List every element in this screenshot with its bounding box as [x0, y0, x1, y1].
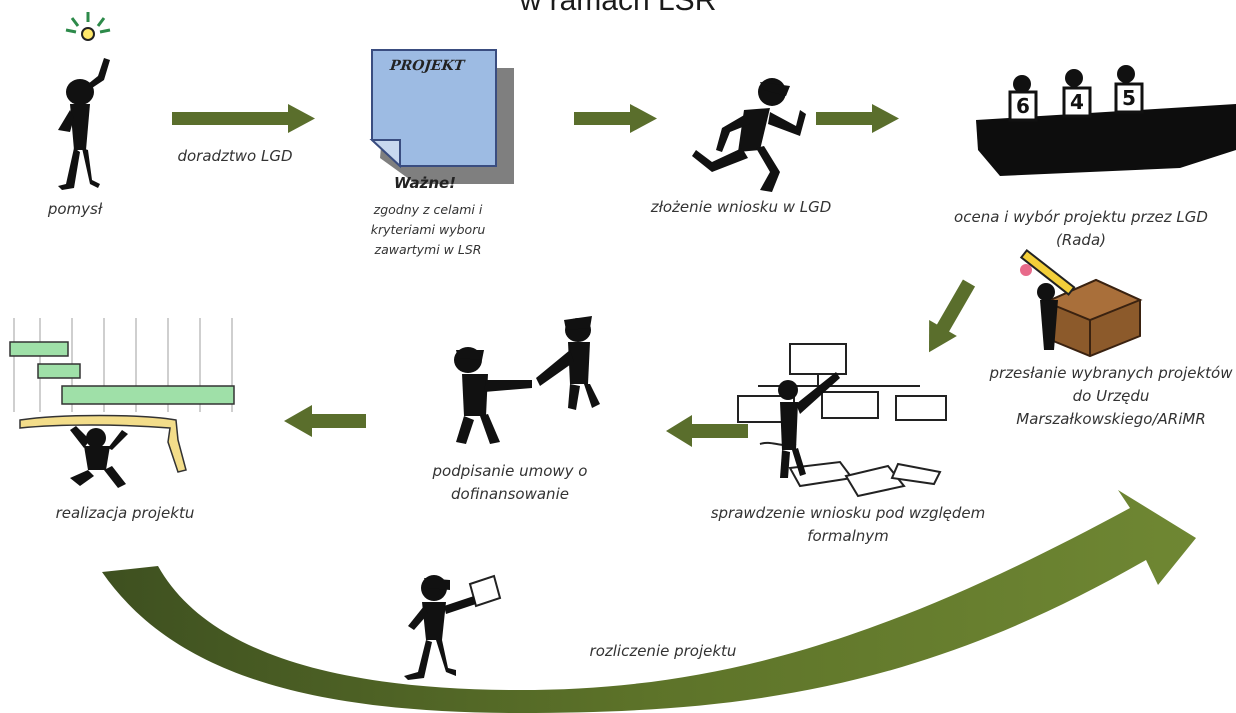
step-evaluate-label: ocena i wybór projektu przez LGD (Rada): [954, 208, 1208, 249]
score-card-1: 6: [1016, 94, 1030, 118]
diagram-title: w ramach LSR: [519, 0, 717, 17]
step-realize-label: realizacja projektu: [55, 504, 195, 522]
step-settle-label: rozliczenie projektu: [589, 642, 737, 660]
arrow-sign-to-realize: [284, 405, 366, 437]
arrow-evaluate-to-check: [929, 279, 976, 353]
handshake-people-icon: [454, 316, 600, 444]
settlement-curved-arrow: [102, 490, 1196, 713]
score-card-2: 4: [1070, 90, 1084, 114]
step-check-label: sprawdzenie wniosku pod względem formaln…: [710, 504, 986, 545]
idea-person-icon: [58, 12, 111, 190]
arrow-idea-to-project: [172, 104, 315, 133]
arrow-submit-to-evaluate: [816, 104, 899, 133]
step-advice-label: doradztwo LGD: [177, 147, 293, 165]
mail-box-icon: [1019, 248, 1143, 358]
checking-person-icon: [778, 372, 840, 478]
gantt-chart-icon: [9, 318, 235, 488]
checking-org-chart-icon: [737, 343, 947, 498]
important-note-text: zgodny z celami i kryteriami wyboru zawa…: [370, 202, 486, 257]
step-idea-label: pomysł: [47, 200, 103, 218]
step-submit-label: złożenie wniosku w LGD: [650, 198, 832, 216]
settlement-person-icon: [404, 574, 502, 680]
arrow-project-to-submit: [574, 104, 657, 133]
jury-table-icon: [976, 65, 1236, 176]
important-title: Ważne!: [393, 174, 457, 192]
score-card-3: 5: [1122, 86, 1136, 110]
step-sign-label: podpisanie umowy o dofinansowanie: [432, 462, 588, 503]
project-note-title: PROJEKT: [389, 58, 466, 74]
step-send-label: przesłanie wybranych projektów do Urzędu…: [989, 364, 1233, 428]
running-person-icon: [692, 78, 806, 192]
project-note-icon: [369, 49, 514, 184]
arrow-check-to-sign: [666, 415, 748, 447]
